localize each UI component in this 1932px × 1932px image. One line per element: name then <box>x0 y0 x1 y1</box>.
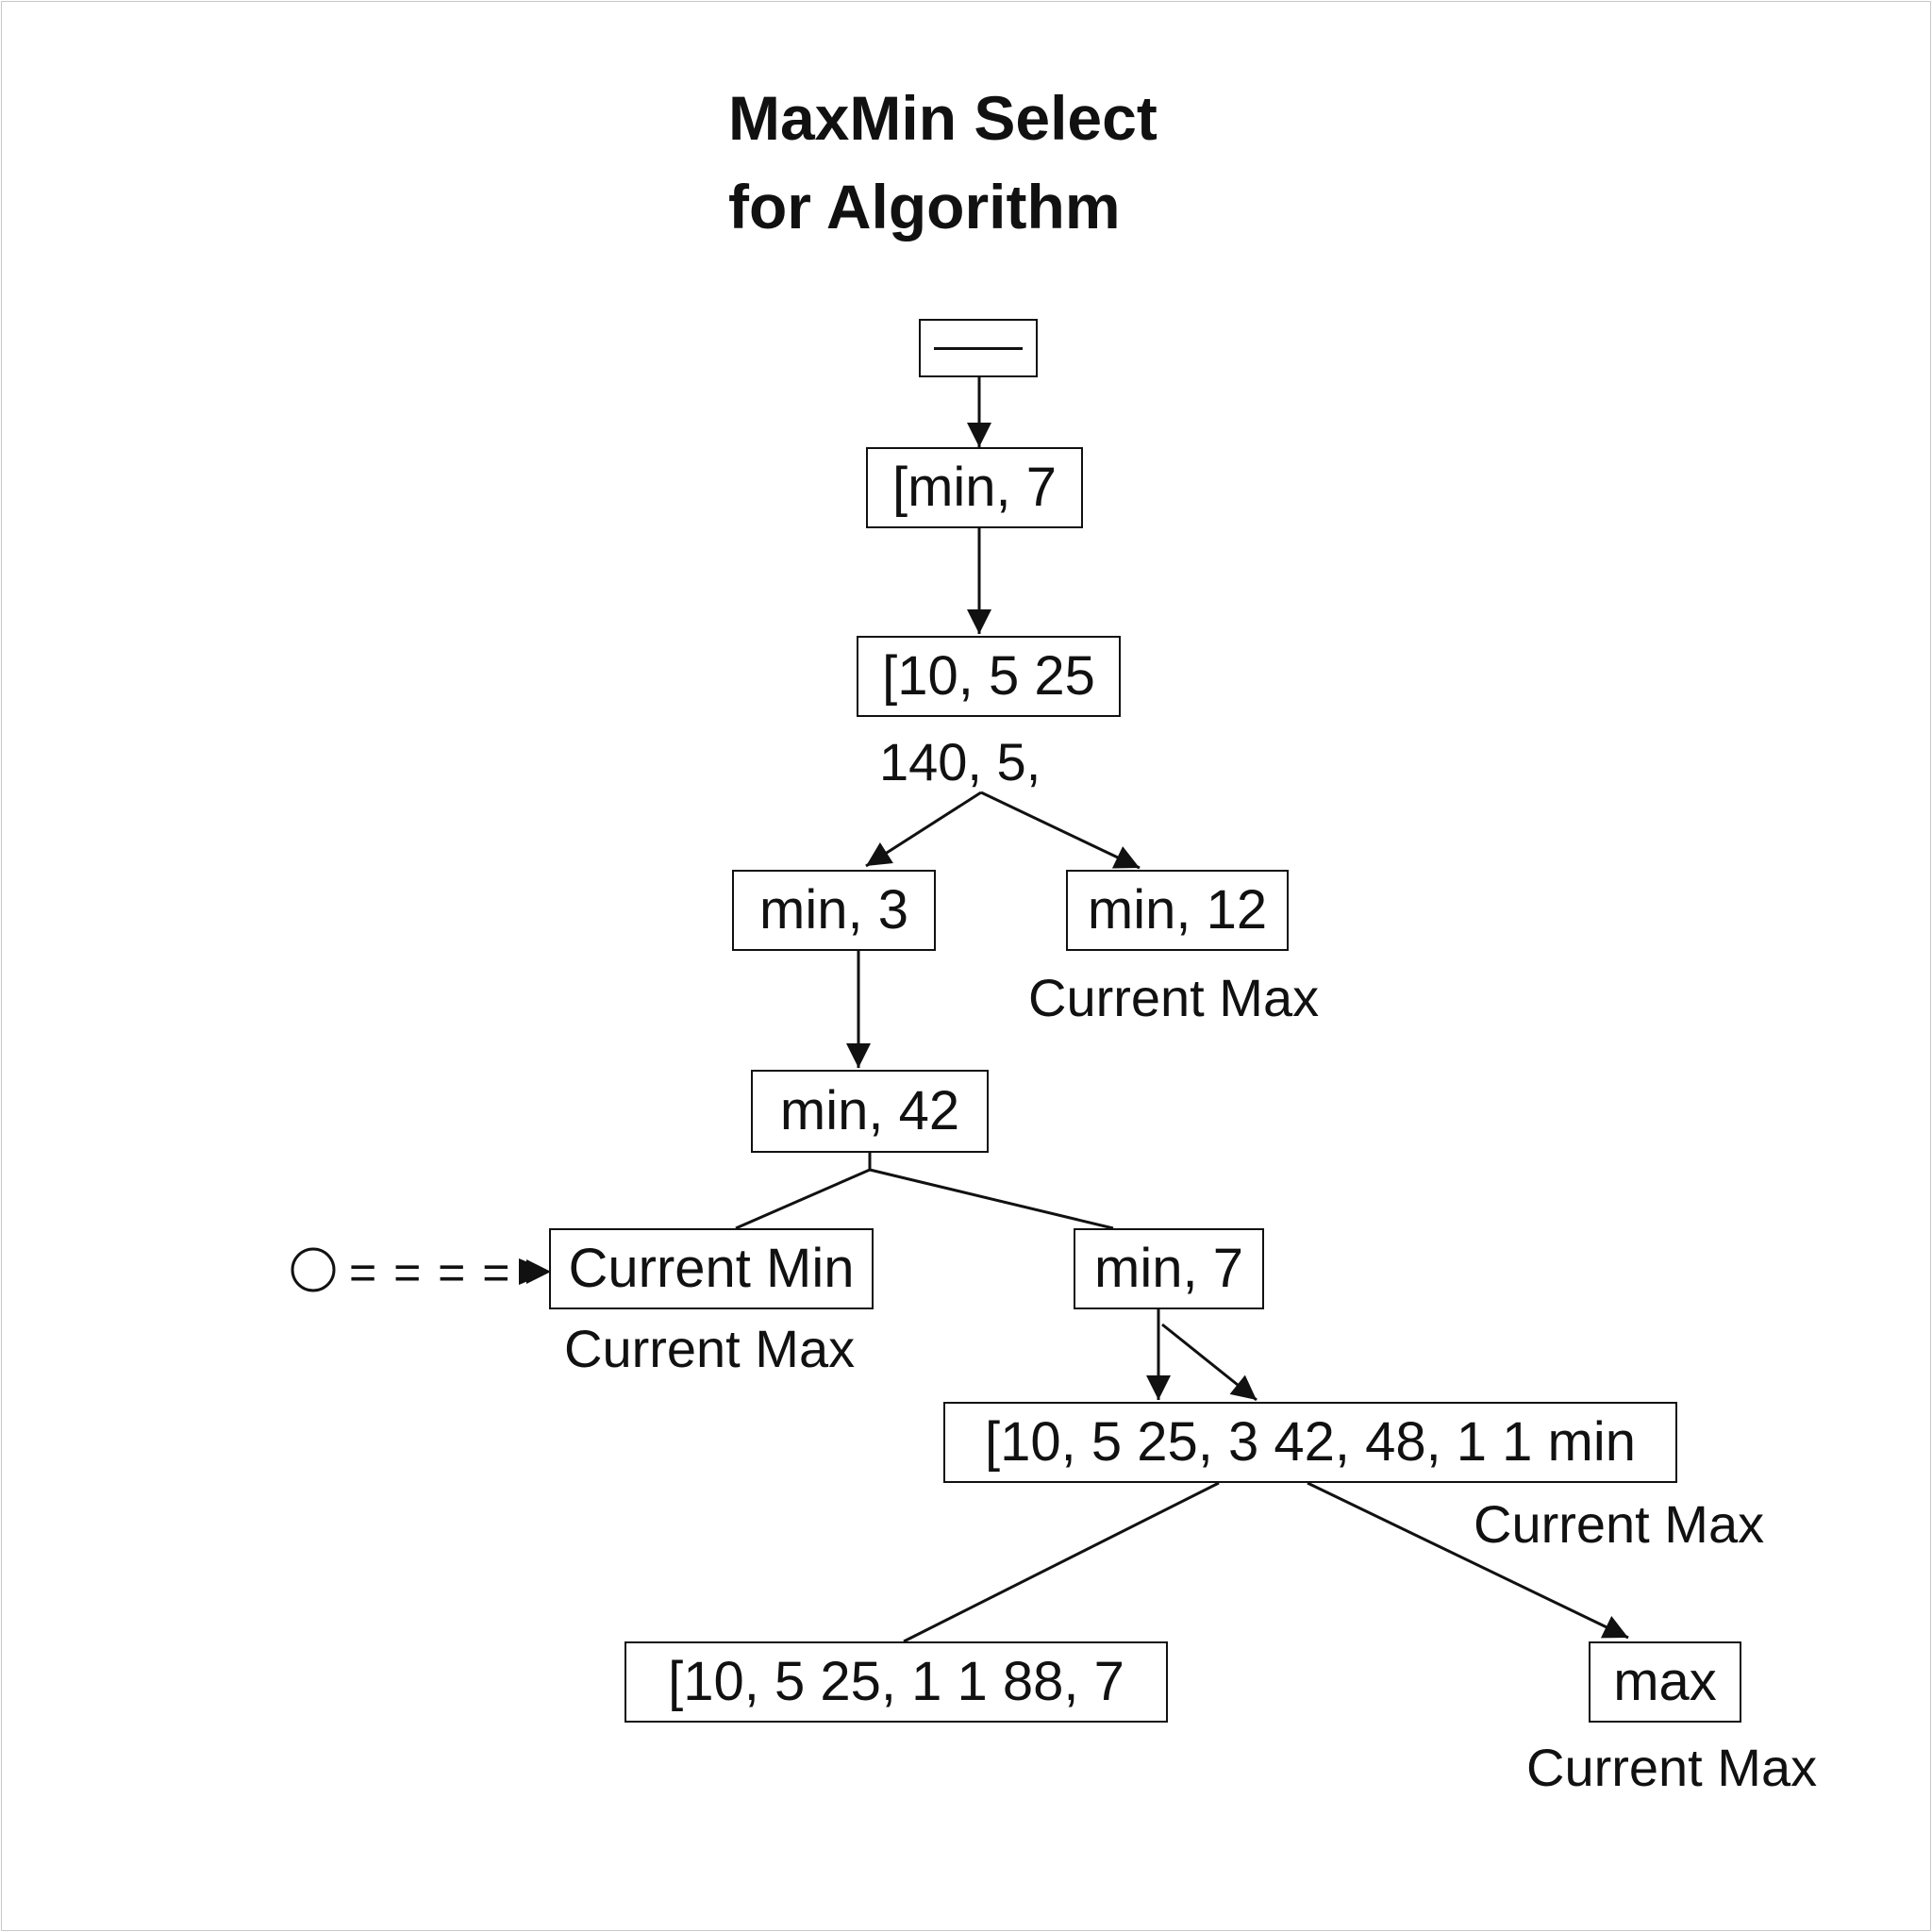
node-min-3: min, 3 <box>732 870 936 951</box>
edge-n5-n7 <box>869 1168 1114 1230</box>
node-min-12: min, 12 <box>1066 870 1289 951</box>
label-current-max-2: Current Max <box>564 1319 856 1378</box>
node-max: max <box>1589 1641 1741 1723</box>
blank-placeholder-line <box>934 346 1023 350</box>
edge-n8-n9 <box>903 1481 1220 1643</box>
node-root <box>919 319 1038 377</box>
label-current-max-3: Current Max <box>1474 1494 1765 1554</box>
node-array-10-5-25-1-1-88-7: [10, 5 25, 1 1 88, 7 <box>625 1641 1168 1723</box>
node-min-7-top: [min, 7 <box>866 447 1083 528</box>
dashed-connector: = = = = <box>349 1246 512 1299</box>
node-array-10-5-25: [10, 5 25 <box>857 636 1121 717</box>
node-min-7-lower: min, 7 <box>1074 1228 1264 1309</box>
node-min-42: min, 42 <box>751 1070 989 1153</box>
edge-n8-n10 <box>1307 1481 1629 1640</box>
start-circle <box>291 1247 336 1292</box>
edge-split-n4 <box>980 791 1141 870</box>
label-current-max-4: Current Max <box>1526 1738 1818 1797</box>
dashed-arrowhead-icon <box>519 1258 551 1285</box>
node-current-min: Current Min <box>549 1228 874 1309</box>
edge-n7-n8-diagonal <box>1161 1323 1257 1402</box>
diagram-title-line-1: MaxMin Select <box>728 83 1158 153</box>
node-array-full: [10, 5 25, 3 42, 48, 1 1 min <box>943 1402 1677 1483</box>
diagram-title-line-2: for Algorithm <box>728 172 1121 242</box>
label-current-max-1: Current Max <box>1028 968 1320 1027</box>
edge-split-n3 <box>865 791 982 868</box>
edge-n5-n6 <box>735 1168 871 1230</box>
label-140-5: 140, 5, <box>879 732 1041 791</box>
